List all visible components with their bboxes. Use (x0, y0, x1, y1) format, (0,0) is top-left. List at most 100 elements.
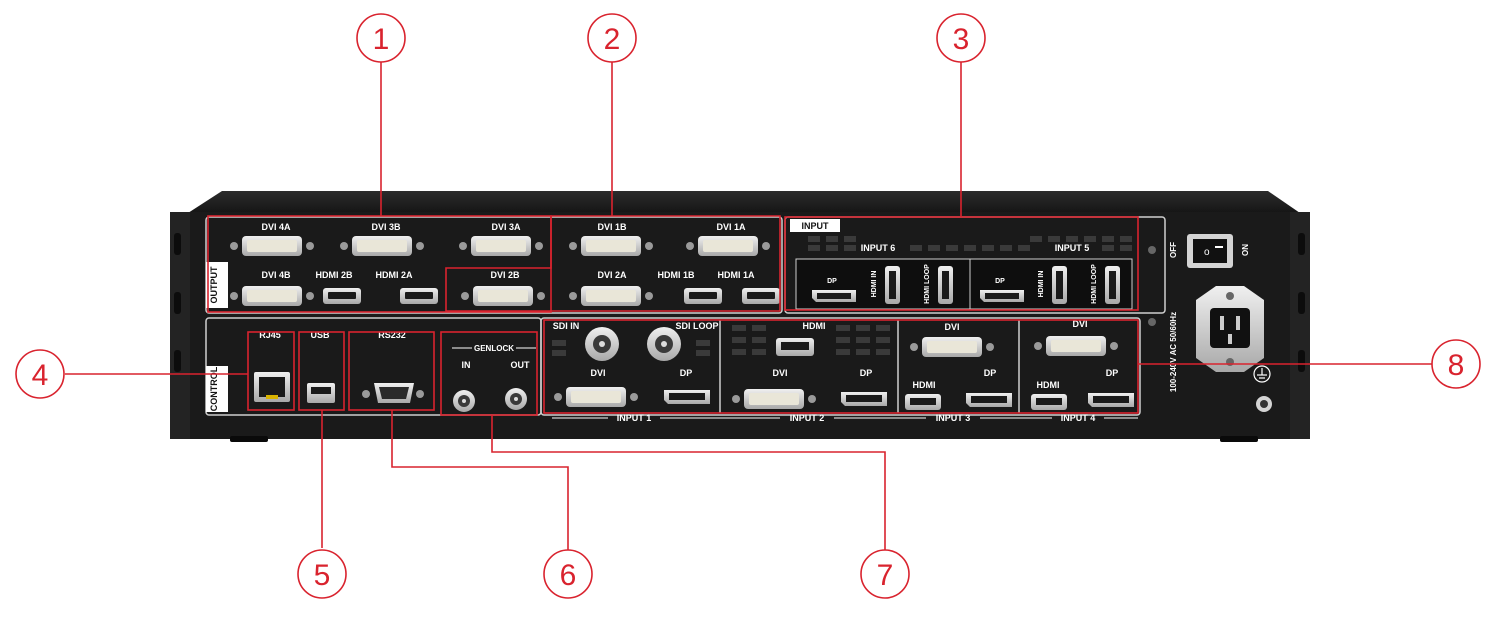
bnc-port (647, 327, 681, 361)
label-dp: DP (984, 368, 997, 378)
label-dvi-2b: DVI 2B (490, 270, 520, 280)
label-hdmi-in: HDMI IN (871, 271, 878, 298)
label-dvi: DVI (772, 368, 787, 378)
usb-port (307, 383, 335, 403)
label-genlock: GENLOCK (474, 344, 514, 353)
callout-number: 8 (1448, 349, 1465, 382)
rack-slot (174, 292, 181, 314)
label-hdmi-1a: HDMI 1A (717, 270, 755, 280)
hdmi-port (742, 288, 780, 304)
rack-slot (174, 233, 181, 255)
dvi-port (461, 286, 545, 306)
label-power-rating: 100-240V AC 50/60Hz (1169, 312, 1178, 392)
label-genlock-in: IN (462, 360, 471, 370)
label-hdmi: HDMI (803, 321, 826, 331)
input-tab-label: INPUT (802, 221, 830, 231)
callout-marker-4: 4 (15, 349, 65, 399)
bnc-port (585, 327, 619, 361)
rack-slot (1298, 350, 1305, 372)
label-dp: DP (680, 368, 693, 378)
dvi-port (910, 337, 994, 357)
dvi-port (340, 236, 424, 256)
rj45-port (254, 372, 290, 402)
label-dvi-2a: DVI 2A (597, 270, 627, 280)
label-dp: DP (1106, 368, 1119, 378)
label-on: ON (1241, 244, 1250, 256)
output-side-tab (206, 262, 228, 308)
vent-grille (552, 325, 890, 356)
dvi-port (459, 236, 543, 256)
label-hdmi-loop: HDMI LOOP (1091, 264, 1098, 304)
label-hdmi-in: HDMI IN (1038, 271, 1045, 298)
chassis-top-lid (188, 191, 1300, 213)
label-dvi-3a: DVI 3A (491, 222, 521, 232)
label-dvi-4b: DVI 4B (261, 270, 291, 280)
bnc-port (453, 390, 475, 412)
label-hdmi-2b: HDMI 2B (315, 270, 353, 280)
hdmi-port-vertical (885, 266, 900, 304)
power-section: OFF o ON 100-240V AC 50/60Hz (1169, 234, 1272, 412)
hdmi-port-vertical (938, 266, 953, 304)
label-dvi-4a: DVI 4A (261, 222, 291, 232)
label-input-3: INPUT 3 (936, 413, 971, 423)
callout-number: 1 (373, 23, 390, 56)
label-input-1: INPUT 1 (617, 413, 652, 423)
callout-box-4 (247, 331, 295, 411)
label-dp: DP (827, 278, 837, 285)
ground-icon (1253, 365, 1271, 383)
label-input-6: INPUT 6 (861, 243, 896, 253)
callout-marker-8: 8 (1431, 339, 1481, 389)
callout-marker-6: 6 (543, 549, 593, 599)
callout-box-7 (440, 331, 538, 416)
control-side-tab (206, 366, 228, 412)
leader-lines (65, 62, 1432, 550)
callout-markers: 1 2 3 4 5 6 7 8 (15, 13, 1481, 599)
dvi-port (686, 236, 770, 256)
dvi-port (1034, 336, 1118, 356)
label-sdi-in: SDI IN (553, 321, 580, 331)
callout-number: 5 (314, 559, 331, 592)
label-dvi: DVI (944, 322, 959, 332)
input-top-module: INPUT INPUT 6 INPUT 5 DP HDMI IN HDMI LO… (790, 219, 1156, 326)
ground-terminal (1256, 396, 1272, 412)
input-tab (790, 219, 840, 232)
label-dvi-1a: DVI 1A (716, 222, 746, 232)
dvi-port (554, 387, 638, 407)
output-labels: DVI 4A DVI 3B DVI 3A DVI 1B DVI 1A DVI 4… (261, 222, 755, 280)
hdmi-port (776, 338, 814, 356)
dp-port (1088, 393, 1134, 407)
callout-box-8 (543, 319, 1139, 414)
callout-marker-7: 7 (860, 549, 910, 599)
dvi-port (732, 389, 816, 409)
label-genlock-out: OUT (511, 360, 531, 370)
input-bottom-section: SDI IN SDI LOOP DVI DP HDMI DVI DP DVI H… (552, 319, 1138, 423)
callout-marker-5: 5 (297, 549, 347, 599)
rack-ear-right (1290, 212, 1310, 439)
foot (1220, 436, 1258, 442)
dvi-port (230, 236, 314, 256)
callout-marker-2: 2 (587, 13, 637, 63)
label-hdmi-2a: HDMI 2A (375, 270, 413, 280)
hdmi-port-vertical (1105, 266, 1120, 304)
leader-line-6 (391, 410, 569, 550)
hdmi-port (1031, 394, 1067, 410)
label-dvi-1b: DVI 1B (597, 222, 627, 232)
screw (1148, 246, 1156, 254)
hdmi-port-vertical (1052, 266, 1067, 304)
callout-box-2 (445, 215, 781, 312)
output-side-label: OUTPUT (209, 266, 219, 304)
label-hdmi: HDMI (913, 380, 936, 390)
iec-power-inlet (1196, 286, 1264, 372)
callout-number: 6 (560, 559, 577, 592)
rack-slot (1298, 292, 1305, 314)
dp-port (966, 393, 1012, 407)
label-dp: DP (995, 278, 1005, 285)
label-usb: USB (310, 330, 330, 340)
power-switch: o (1187, 234, 1233, 268)
foot (230, 436, 268, 442)
label-dvi-3b: DVI 3B (371, 222, 401, 232)
label-sdi-loop: SDI LOOP (675, 321, 718, 331)
dp-port (812, 290, 856, 302)
label-hdmi-1b: HDMI 1B (657, 270, 695, 280)
